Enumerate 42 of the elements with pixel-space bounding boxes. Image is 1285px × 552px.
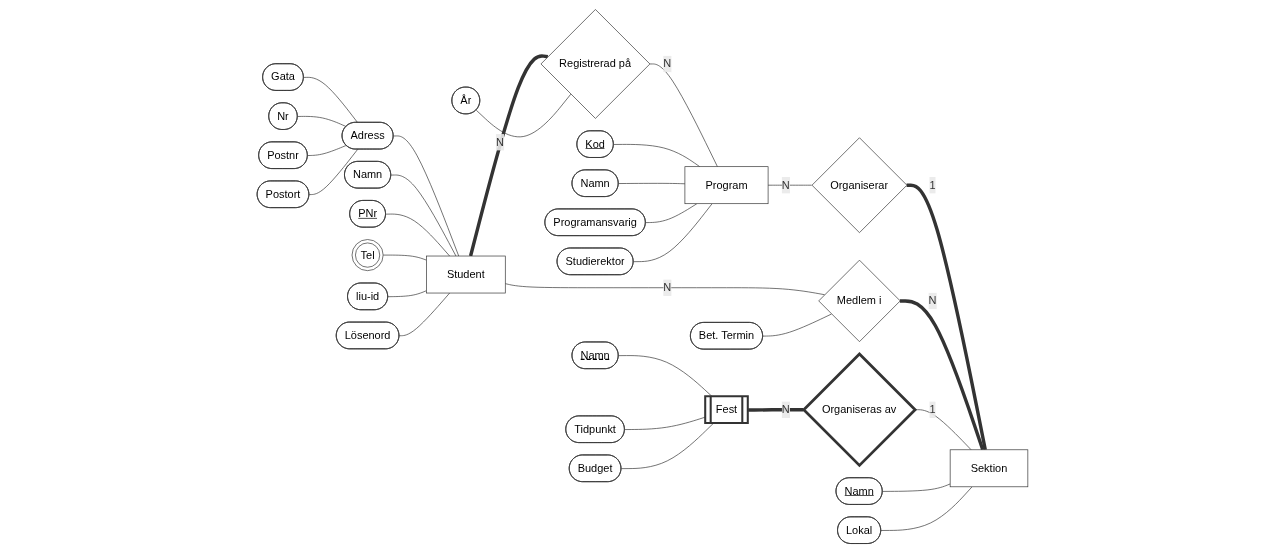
node-diamond: Registrerad på	[540, 8, 651, 119]
node-box: Sektion	[949, 448, 1029, 487]
connector	[649, 63, 718, 167]
connector	[475, 93, 572, 137]
edge-label: N	[928, 294, 937, 306]
connector	[297, 115, 347, 127]
connector	[767, 184, 812, 186]
connector	[899, 298, 985, 450]
connector	[393, 135, 460, 256]
edge-label: 1	[929, 178, 936, 191]
connector	[914, 408, 972, 450]
connector	[303, 76, 358, 123]
connector	[613, 143, 701, 167]
edge-label: N	[663, 57, 672, 69]
node-box: Program	[684, 165, 769, 204]
edge-label: N	[495, 135, 504, 148]
connector	[882, 483, 951, 492]
connector	[633, 202, 713, 262]
edge-label: 1	[929, 403, 936, 415]
connector	[387, 289, 427, 297]
connector	[398, 292, 450, 336]
edge-label: N	[781, 178, 790, 191]
node-diamond: Organiserar	[811, 136, 908, 233]
edge-label: N	[663, 281, 672, 293]
node-diamond: Medlem i	[818, 259, 901, 342]
edge-label: N	[781, 403, 790, 415]
connector	[620, 422, 714, 469]
connector	[645, 202, 698, 223]
node-box: Student	[426, 255, 506, 293]
connector	[618, 182, 686, 184]
node-diamond: Organiseras av	[801, 351, 918, 467]
connector	[390, 174, 457, 256]
connector	[748, 407, 804, 412]
connector	[624, 416, 706, 430]
connector	[504, 282, 825, 295]
connector	[382, 254, 427, 260]
connector	[385, 213, 450, 256]
connector	[906, 182, 987, 450]
connector	[762, 313, 832, 336]
connector	[307, 144, 347, 156]
connector	[308, 148, 358, 195]
connector	[880, 485, 973, 531]
